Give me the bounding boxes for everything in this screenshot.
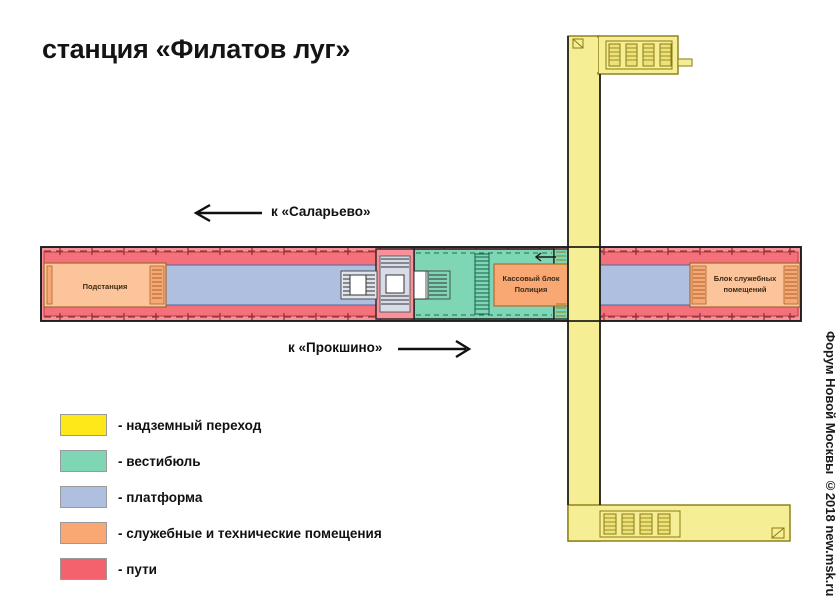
legend: - надземный переход - вестибюль - платфо…	[60, 407, 382, 587]
legend-item-overground-passage: - надземный переход	[60, 407, 382, 443]
legend-item-service-technical-rooms: - служебные и технические помещения	[60, 515, 382, 551]
legend-swatch-vestibule	[60, 450, 107, 472]
legend-item-vestibule: - вестибюль	[60, 443, 382, 479]
bottom-stairs-icon	[599, 510, 785, 539]
label-service-block-line2: помещений	[724, 285, 767, 294]
legend-swatch-platform	[60, 486, 107, 508]
legend-label-service-technical-rooms: - служебные и технические помещения	[118, 525, 382, 541]
label-ticket-office-line1: Кассовый блок	[503, 274, 560, 283]
watermark-credit: Форум Новой Москвы ©2018 new.msk.ru	[823, 330, 838, 596]
direction-label-prokshino: к «Прокшино»	[288, 340, 383, 355]
legend-label-tracks: - пути	[118, 561, 157, 577]
label-ticket-office-line2: Полиция	[515, 285, 548, 294]
turnstile-cluster	[340, 248, 451, 320]
legend-swatch-tracks	[60, 558, 107, 580]
legend-label-vestibule: - вестибюль	[118, 453, 201, 469]
overground-passage	[534, 35, 791, 542]
page-title: станция «Филатов луг»	[42, 34, 351, 64]
left-arrow-icon	[193, 203, 262, 223]
exit-arrow-icon	[534, 252, 556, 262]
top-stairs-icon	[572, 38, 693, 70]
label-service-block-line1: Блок служебных	[714, 274, 777, 283]
direction-label-salaryevo: к «Саларьево»	[271, 204, 371, 219]
ticket-office-block	[493, 263, 569, 307]
legend-label-overground-passage: - надземный переход	[118, 417, 262, 433]
label-substation: Подстанция	[83, 282, 128, 291]
vestibule-stairs-icon	[474, 253, 490, 315]
station-outline	[40, 36, 802, 505]
legend-swatch-service-technical-rooms	[60, 522, 107, 544]
legend-swatch-overground-passage	[60, 414, 107, 436]
right-arrow-icon	[398, 339, 472, 359]
passage-vestibule-connector	[556, 251, 566, 317]
legend-item-tracks: - пути	[60, 551, 382, 587]
legend-label-platform: - платформа	[118, 489, 203, 505]
legend-item-platform: - платформа	[60, 479, 382, 515]
service-rooms	[43, 262, 801, 308]
